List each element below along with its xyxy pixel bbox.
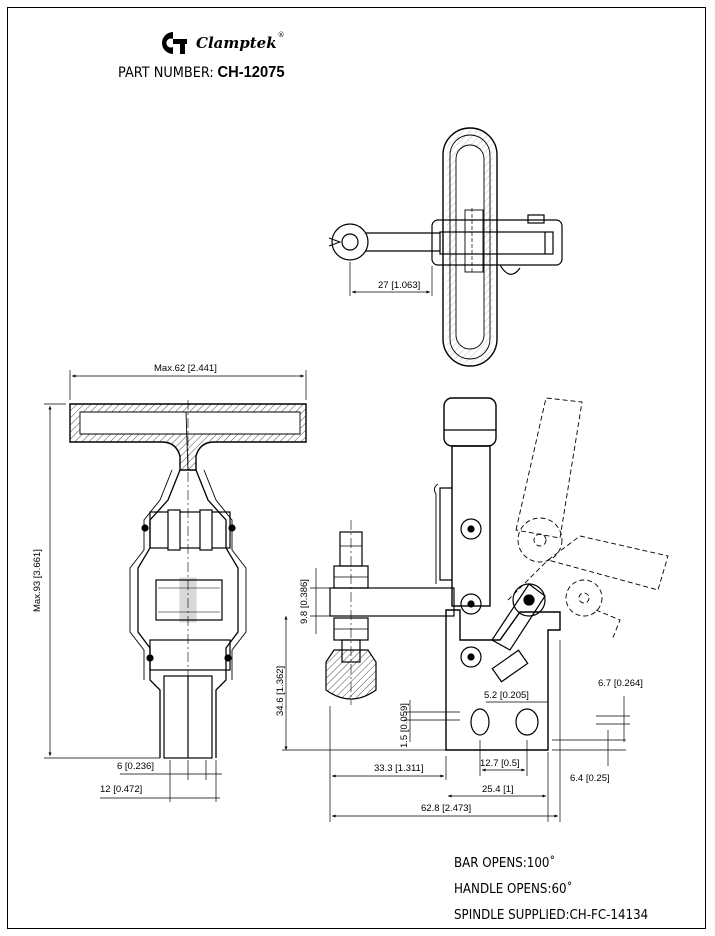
dim-5-2: 5.2 [0.205] [484, 690, 529, 701]
dim-25-4: 25.4 [1] [482, 784, 514, 795]
dim-34-6: 34.6 [1.362] [275, 666, 286, 716]
dim-27: 27 [1.063] [378, 280, 420, 291]
dim-9-8: 9.8 [0.386] [299, 579, 310, 624]
dim-62-8: 62.8 [2.473] [421, 803, 471, 814]
clamptek-logo-icon [162, 32, 187, 54]
part-number-value: CH-12075 [217, 64, 285, 81]
part-number: PART NUMBER:CH-12075 [118, 64, 285, 82]
dim-33-3: 33.3 [1.311] [374, 763, 423, 774]
dimension-lines [44, 262, 630, 822]
dim-6: 6 [0.236] [117, 761, 154, 772]
dim-12-7: 12.7 [0.5] [480, 758, 520, 769]
brand-name: Clamptek [196, 34, 277, 52]
drawing-border [7, 7, 706, 929]
front-view [69, 400, 307, 760]
dim-max-62: Max.62 [2.441] [154, 363, 217, 374]
note-spindle: SPINDLE SUPPLIED:CH-FC-14134 [454, 907, 649, 923]
notes-block: BAR OPENS:100˚ HANDLE OPENS:60˚ SPINDLE … [454, 850, 648, 928]
dim-1-5: 1.5 [0.059] [399, 703, 410, 748]
dim-max-93: Max.93 [3.661] [32, 549, 43, 612]
company-logo: Clamptek ® [156, 28, 285, 58]
dim-12: 12 [0.472] [100, 784, 142, 795]
note-bar-opens: BAR OPENS:100˚ [454, 855, 556, 871]
top-view [328, 127, 563, 367]
registered-mark: ® [277, 31, 285, 39]
part-number-label: PART NUMBER: [118, 65, 214, 81]
dim-6-4: 6.4 [0.25] [570, 773, 610, 784]
side-view [325, 397, 669, 751]
dim-6-7: 6.7 [0.264] [598, 678, 643, 689]
note-handle-opens: HANDLE OPENS:60˚ [454, 881, 573, 897]
